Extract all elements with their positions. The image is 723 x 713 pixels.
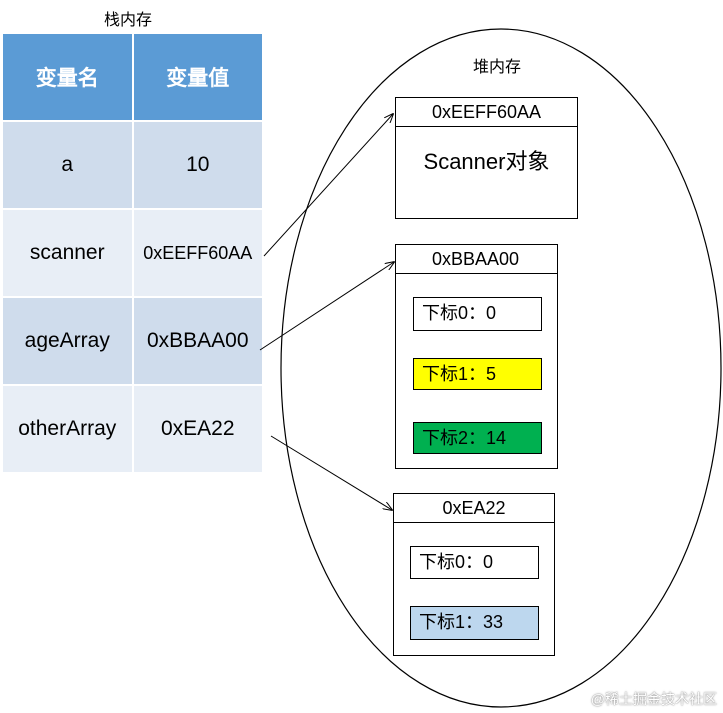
row-a-value: 10 xyxy=(131,120,264,210)
arrow-agearray-to-array xyxy=(259,262,394,351)
heap-ellipse xyxy=(280,28,722,708)
row-scanner-value: 0xEEFF60AA xyxy=(131,208,264,298)
stack-memory-title: 栈内存 xyxy=(104,12,153,29)
header-variable-name: 变量名 xyxy=(1,32,134,122)
table-row: a 10 xyxy=(1,120,264,210)
heap-memory-title: 堆内存 xyxy=(473,59,522,76)
row-agearray-value: 0xBBAA00 xyxy=(131,296,264,386)
watermark: @稀土掘金技术社区 xyxy=(590,691,717,707)
other-array-box: 0xEA22 下标0：0 下标1：33 xyxy=(393,493,555,656)
age-array-box: 0xBBAA00 下标0：0 下标1：5 下标2：14 xyxy=(395,244,558,469)
header-variable-value: 变量值 xyxy=(131,32,264,122)
row-otherarray-value: 0xEA22 xyxy=(131,384,264,474)
scanner-object-box: 0xEEFF60AA Scanner对象 xyxy=(395,97,578,219)
arrow-scanner-to-object xyxy=(263,114,393,257)
scanner-object-address: 0xEEFF60AA xyxy=(396,98,577,127)
age-array-element-2: 下标2：14 xyxy=(413,422,542,454)
stack-table-header: 变量名 变量值 xyxy=(1,32,264,122)
row-otherarray-name: otherArray xyxy=(1,384,134,474)
scanner-object-label: Scanner对象 xyxy=(423,149,550,174)
age-array-element-1: 下标1：5 xyxy=(413,358,542,390)
row-a-name: a xyxy=(1,120,134,210)
other-array-address: 0xEA22 xyxy=(394,494,554,523)
other-array-element-1: 下标1：33 xyxy=(410,606,539,640)
stack-table: 变量名 变量值 a 10 scanner 0xEEFF60AA ageArray… xyxy=(1,32,264,474)
age-array-element-0: 下标0：0 xyxy=(413,297,542,331)
row-agearray-name: ageArray xyxy=(1,296,134,386)
table-row: ageArray 0xBBAA00 xyxy=(1,296,264,386)
other-array-element-0: 下标0：0 xyxy=(410,546,539,579)
arrow-otherarray-to-array xyxy=(270,435,392,510)
row-scanner-name: scanner xyxy=(1,208,134,298)
table-row: scanner 0xEEFF60AA xyxy=(1,208,264,298)
age-array-address: 0xBBAA00 xyxy=(396,245,557,274)
table-row: otherArray 0xEA22 xyxy=(1,384,264,474)
